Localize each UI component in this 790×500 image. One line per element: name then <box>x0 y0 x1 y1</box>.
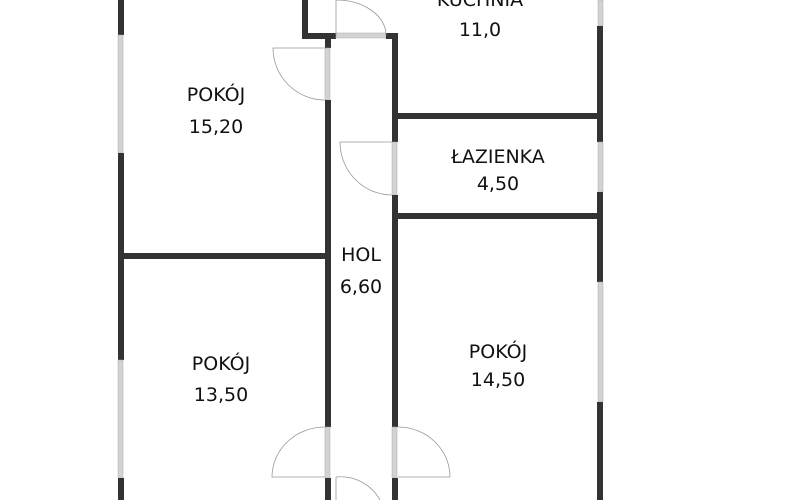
room-area-bathroom: 4,50 <box>477 173 519 195</box>
room-name-room3: POKÓJ <box>469 339 527 363</box>
door-swing <box>335 476 381 500</box>
walls <box>117 0 604 500</box>
door-opening <box>391 141 398 196</box>
wall <box>118 478 124 500</box>
window <box>117 34 124 154</box>
room-area-room3: 14,50 <box>471 369 525 391</box>
room-area-room1: 15,20 <box>189 116 243 138</box>
window <box>597 0 604 27</box>
wall <box>597 402 603 500</box>
door-swing <box>397 426 451 478</box>
wall <box>597 26 603 142</box>
wall <box>325 100 331 427</box>
door-opening <box>391 426 398 479</box>
room-name-hall: HOL <box>341 244 381 266</box>
room-labels: KUCHNIA 11,0 POKÓJ 15,20 ŁAZIENKA 4,50 H… <box>187 0 545 406</box>
room-area-hall: 6,60 <box>340 276 382 298</box>
door-swing <box>271 426 326 478</box>
wall <box>398 113 603 119</box>
room-name-bathroom: ŁAZIENKA <box>450 146 545 168</box>
wall <box>392 33 398 142</box>
room-name-room1: POKÓJ <box>187 82 245 106</box>
door-swings <box>271 0 451 500</box>
wall <box>392 478 398 500</box>
window <box>597 281 604 403</box>
wall <box>325 478 331 500</box>
window <box>597 141 604 193</box>
room-area-room2: 13,50 <box>194 384 248 406</box>
room-name-room2: POKÓJ <box>192 351 250 375</box>
wall <box>597 192 603 282</box>
door-opening <box>324 47 331 101</box>
door-swing <box>339 141 393 196</box>
wall <box>392 195 398 427</box>
door-swing <box>272 47 326 101</box>
room-name-kitchen: KUCHNIA <box>437 0 523 11</box>
window <box>117 359 124 479</box>
door-opening <box>324 426 331 479</box>
wall <box>118 153 124 360</box>
door-swing <box>335 0 387 36</box>
door-opening <box>335 32 387 39</box>
wall <box>325 33 331 48</box>
wall <box>124 253 327 259</box>
wall <box>398 213 603 219</box>
wall <box>118 0 124 35</box>
wall <box>302 33 336 39</box>
room-area-kitchen: 11,0 <box>459 19 501 41</box>
wall <box>302 0 308 39</box>
